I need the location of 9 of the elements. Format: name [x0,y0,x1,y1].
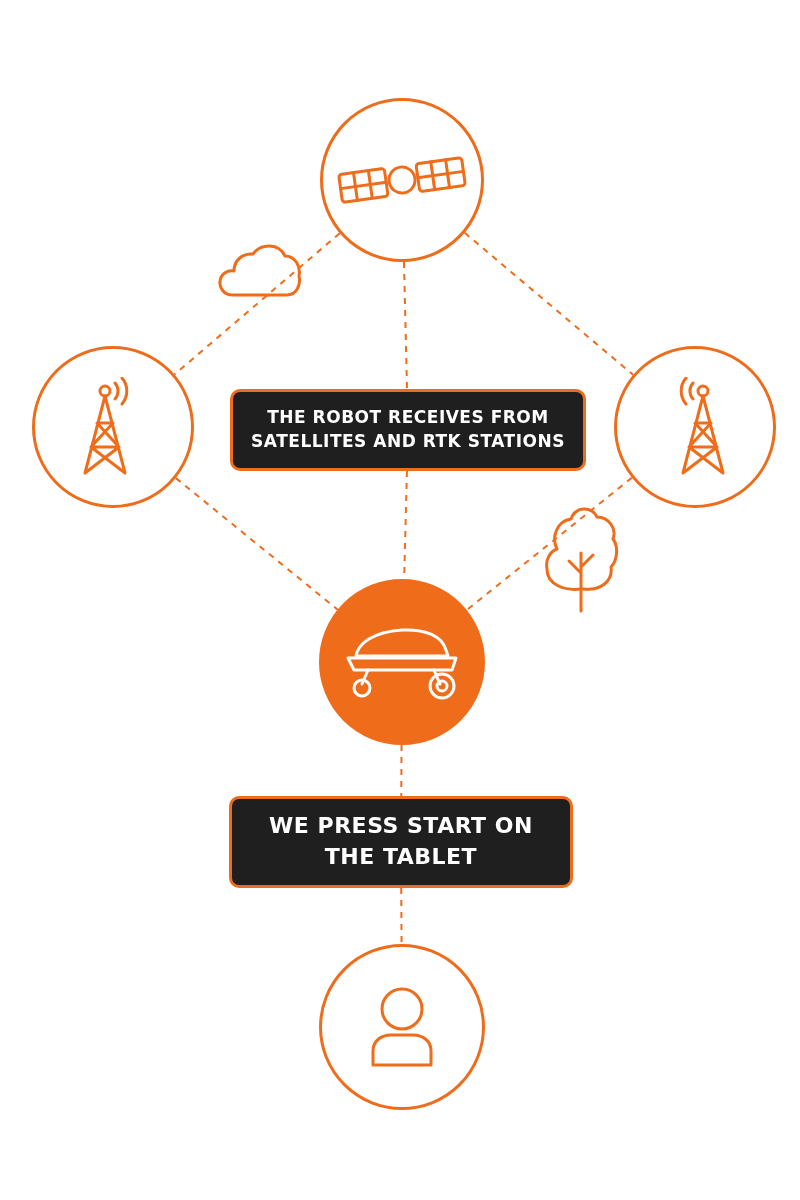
dashed-connector [465,476,633,612]
dashed-connector [174,477,339,611]
dashed-connector [173,232,341,376]
dashed-connector [400,744,403,797]
text-banner: WE PRESS START ON THE TABLET [229,796,573,888]
dashed-connector [463,231,635,376]
dashed-connector [402,261,408,390]
text-banner: THE ROBOT RECEIVES FROM SATELLITES AND RTK STATIONS [230,389,586,471]
dashed-connector [400,887,403,945]
